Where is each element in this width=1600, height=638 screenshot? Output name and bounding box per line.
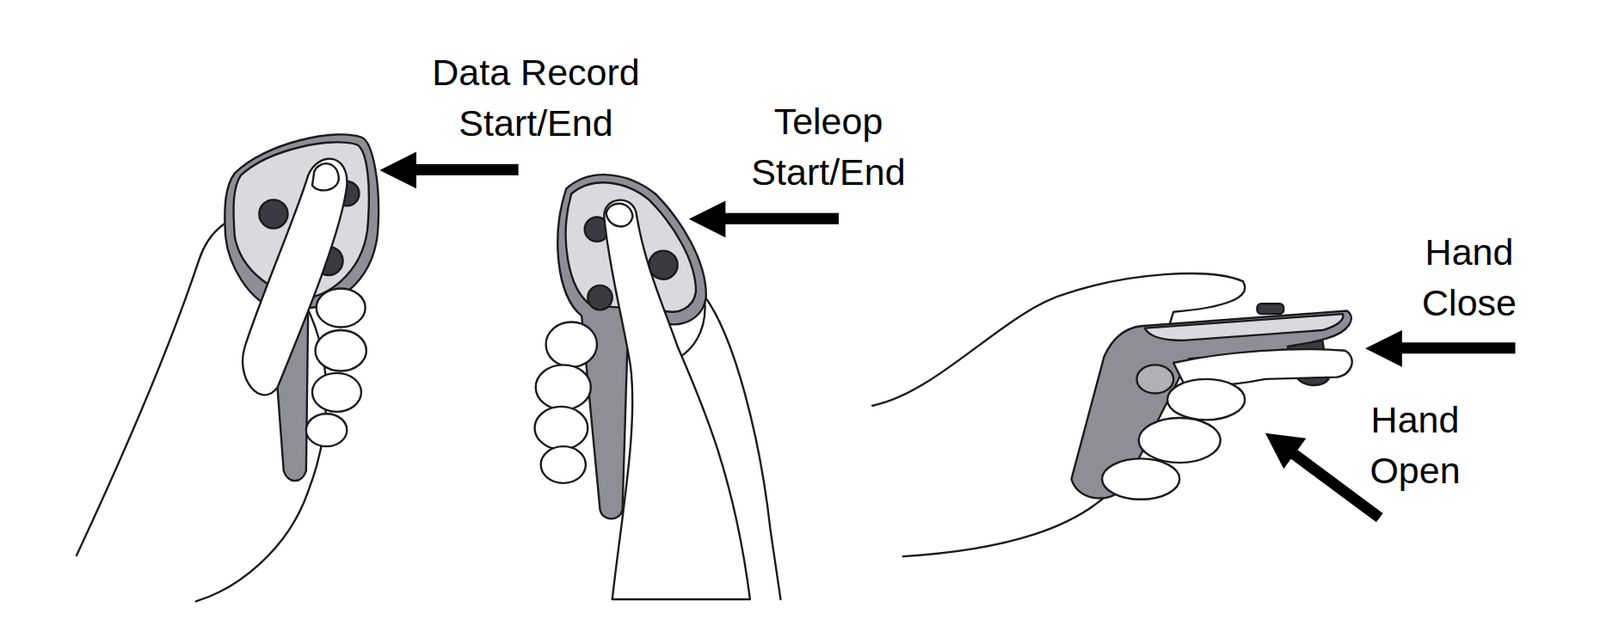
callout-label: Teleop Start/End xyxy=(738,96,919,198)
callout-label: Data Record Start/End xyxy=(411,47,661,149)
button xyxy=(258,199,288,228)
thumb-tip xyxy=(1136,364,1174,394)
button xyxy=(648,251,677,280)
callout-label: Hand Open xyxy=(1354,394,1476,497)
leader-arrow xyxy=(379,152,518,190)
leader-arrow xyxy=(1365,330,1515,368)
leader-arrow xyxy=(689,201,839,239)
right-hand-controller xyxy=(872,273,1352,557)
finger xyxy=(306,413,347,447)
palm xyxy=(872,273,1245,557)
finger xyxy=(316,288,366,327)
thumbnail xyxy=(312,163,339,191)
finger xyxy=(1101,458,1180,499)
callout-label: Hand Close xyxy=(1409,227,1530,329)
finger xyxy=(535,364,591,410)
finger xyxy=(546,322,597,368)
finger xyxy=(535,406,589,450)
left-hand-controller xyxy=(76,134,379,602)
top-button xyxy=(1256,303,1284,314)
finger xyxy=(312,373,362,413)
finger xyxy=(1167,379,1245,420)
controller-top xyxy=(1144,313,1343,341)
leader-arrow xyxy=(1265,433,1380,518)
thumb xyxy=(603,200,751,600)
middle-hand-controller xyxy=(535,174,782,600)
finger xyxy=(315,330,367,371)
thumbnail xyxy=(606,203,634,228)
button xyxy=(587,285,612,310)
controller-body xyxy=(224,134,379,481)
finger xyxy=(1138,418,1221,463)
finger xyxy=(541,446,586,484)
